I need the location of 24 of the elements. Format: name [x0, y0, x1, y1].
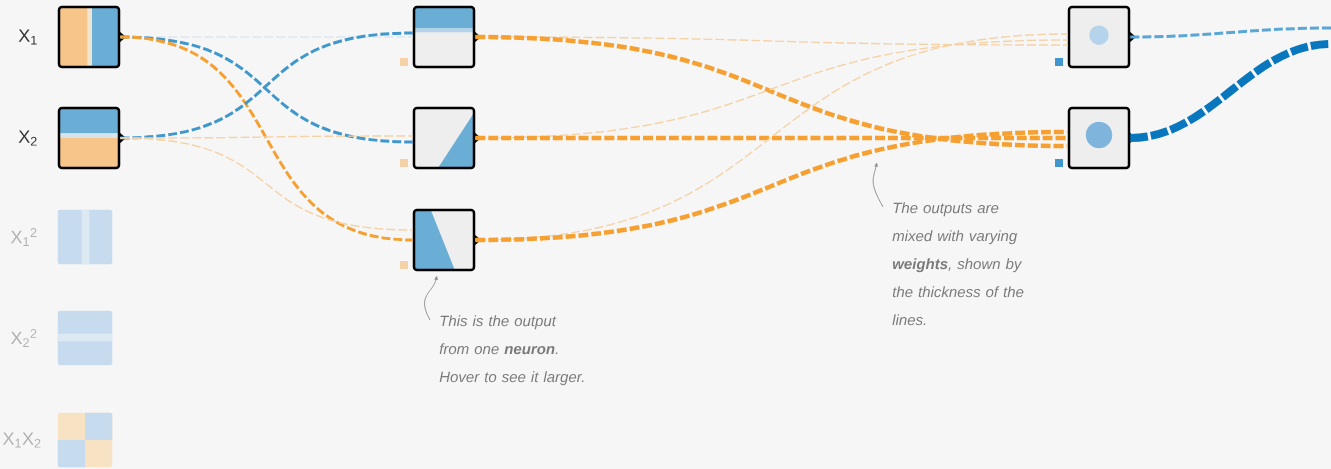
neuron-heatmap [1067, 5, 1136, 69]
connection-line [1129, 40, 1331, 142]
input-label: X$_{1}$X$_{2}$ [2, 432, 41, 448]
connection-line [120, 35, 413, 242]
connection-line [119, 137, 414, 231]
feature-heatmap [57, 310, 113, 366]
neuron-heatmap [412, 208, 481, 272]
connection-line [475, 135, 1068, 141]
connection-line [475, 129, 1068, 243]
feature-heatmap [57, 412, 113, 468]
annotation-text: This is the output from one neuron. Hover to see it larger. [439, 315, 584, 386]
neuron-heatmap [412, 106, 481, 170]
leader-line [424, 276, 438, 321]
input-label: X$_{2}$2 [10, 329, 37, 347]
connection-line [1130, 26, 1331, 39]
annotation-text: The outputs are mixed with varying weights, shown by the thickness of the lines. [892, 202, 1024, 326]
input-label: X$_{1}$2 [10, 228, 37, 246]
neuron-heatmap [57, 106, 126, 170]
input-label: X$_{2}$ [18, 130, 37, 146]
leader-line [872, 162, 884, 208]
input-label: X$_{1}$ [18, 29, 37, 45]
neuron-heatmap [412, 5, 481, 69]
neuron-heatmap [57, 5, 126, 69]
feature-heatmap [57, 209, 113, 265]
